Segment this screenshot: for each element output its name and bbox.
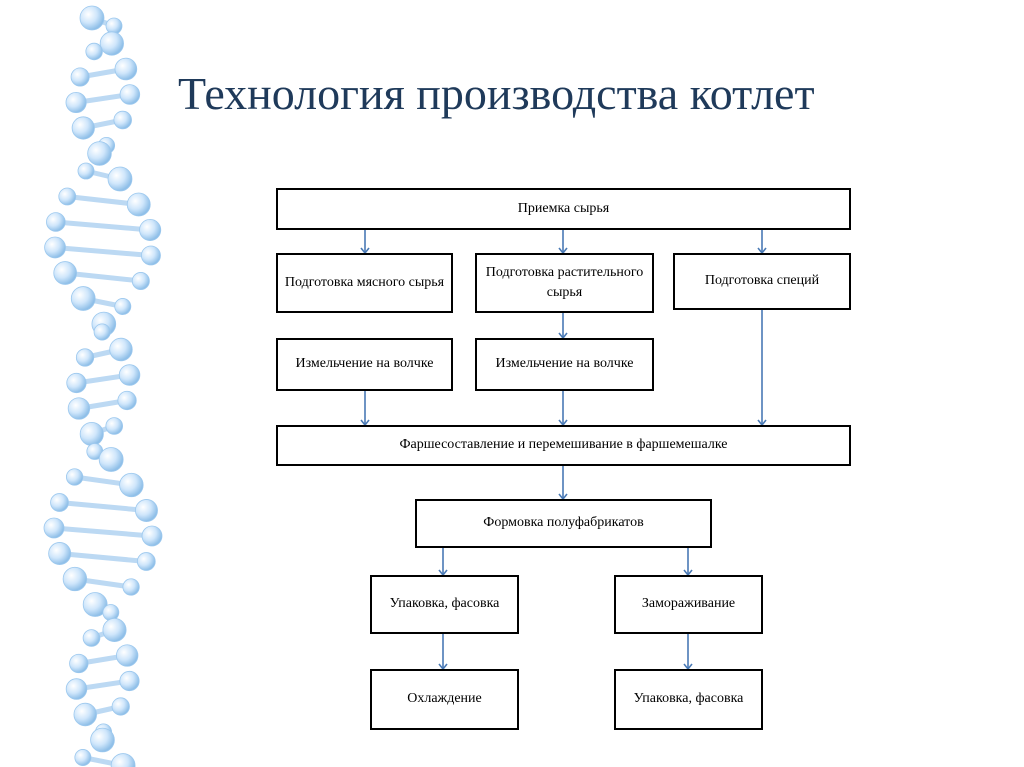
strand-atom [77,162,95,180]
strand-link [51,525,155,539]
box-freeze: Замораживание [614,575,763,634]
strand-atom [85,42,103,61]
strand-link [62,270,144,284]
box-pack-2: Упаковка, фасовка [614,669,763,730]
strand-atom [93,323,111,341]
strand-atom [136,552,156,571]
strand-link [57,551,149,564]
strand-atom [73,702,97,727]
strand-atom [111,697,130,716]
strand-atom [141,525,163,547]
strand-atom [58,187,77,206]
strand-atom [66,372,87,394]
strand-atom [53,261,78,285]
strand-atom [70,286,96,311]
strand-atom [119,472,144,498]
box-meat-prep: Подготовка мясного сырья [276,253,453,313]
strand-atom [139,218,162,242]
strand-atom [105,417,124,435]
strand-atom [98,447,124,472]
strand-atom [87,141,112,166]
strand-atom [50,493,69,512]
strand-atom [110,753,136,767]
box-spice-prep: Подготовка специй [673,253,851,310]
strand-atom [69,653,89,674]
strand-link [53,219,153,233]
strand-atom [117,390,137,411]
strand-atom [79,5,105,31]
strand-atom [141,245,161,266]
strand-atom [102,604,120,621]
strand-atom [74,749,92,766]
strand-atom [79,421,104,447]
strand-atom [119,670,140,692]
strand-link [64,194,142,207]
strand-atom [46,212,66,232]
box-veg-prep: Подготовка растительного сырья [475,253,654,313]
strand-atom [118,364,141,386]
strand-atom [99,31,124,56]
box-formovka: Формовка полуфабрикатов [415,499,712,548]
strand-atom [43,517,65,539]
slide-title: Технология производства котлет [178,68,815,119]
strand-atom [44,236,66,259]
strand-atom [62,566,88,592]
strand-atom [122,578,140,596]
box-mince-veg: Измельчение на волчке [475,338,654,391]
strand-atom [114,57,138,81]
box-mince-meat: Измельчение на волчке [276,338,453,391]
box-cool: Охлаждение [370,669,519,730]
strand-atom [131,272,150,290]
strand-link [57,500,149,513]
strand-atom [126,192,151,217]
molecule-strand-decoration [43,5,163,767]
strand-atom [82,629,101,647]
strand-atom [102,617,127,643]
strand-atom [119,84,141,105]
strand-atom [67,397,91,420]
strand-atom [65,468,84,486]
box-pack-1: Упаковка, фасовка [370,575,519,634]
box-priemka: Приемка сырья [276,188,851,230]
strand-atom [135,499,158,522]
strand-link [52,245,154,258]
strand-atom [65,91,87,114]
strand-atom [107,166,133,192]
strand-atom [113,110,132,130]
strand-atom [71,116,95,140]
strand-atom [90,727,115,753]
strand-atom [116,644,139,667]
strand-atom [65,678,88,700]
strand-atom [70,67,90,87]
strand-atom [82,592,108,617]
strand-atom [114,298,132,315]
strand-atom [109,337,133,362]
strand-atom [75,348,95,367]
box-farsh: Фаршесоставление и перемешивание в фарше… [276,425,851,466]
strand-atom [48,542,72,565]
